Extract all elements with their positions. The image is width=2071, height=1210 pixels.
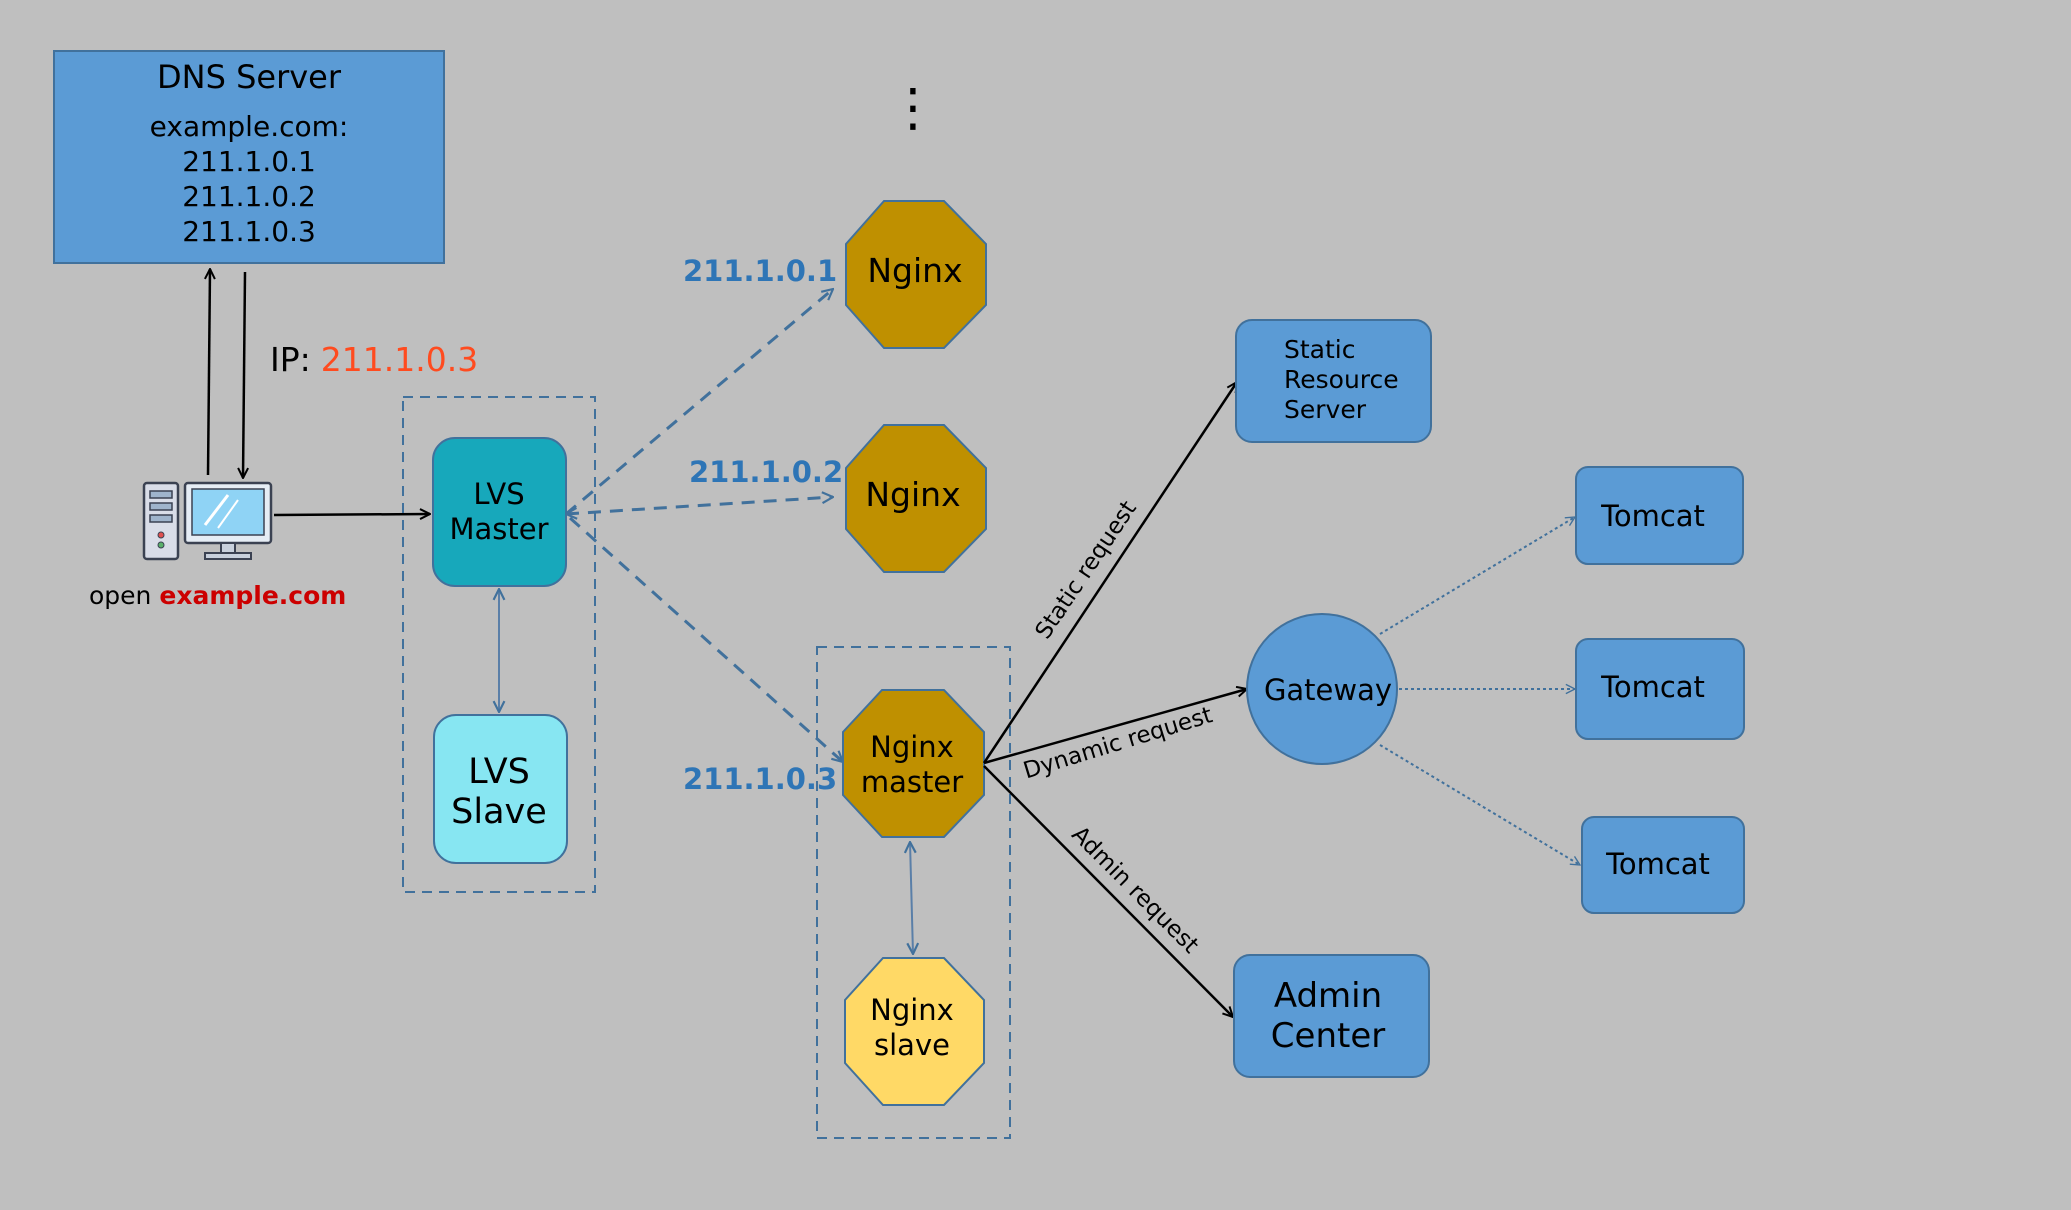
gateway: Gateway xyxy=(1246,613,1398,765)
lvs-master-label: LVS xyxy=(473,477,524,511)
lvs-to-nginx2-arrow xyxy=(566,497,833,514)
admin-center-label: Center xyxy=(1271,1016,1385,1056)
lvs-slave-label: LVS xyxy=(468,752,530,792)
dns-server-ip: 211.1.0.3 xyxy=(182,215,316,248)
nginx-master-label: Nginx xyxy=(870,730,954,764)
nginx-slave-label: Nginx xyxy=(870,993,954,1027)
dns-server-ip: 211.1.0.2 xyxy=(182,180,316,213)
dns-server-title: DNS Server xyxy=(157,58,342,96)
computer-icon xyxy=(142,481,273,561)
static-server-label: Static xyxy=(1284,335,1355,364)
admin-request-label: Admin request xyxy=(1066,821,1203,958)
admin-request-arrow xyxy=(983,765,1233,1017)
nginx-master-label: master xyxy=(861,765,963,799)
nginx-node-label: Nginx xyxy=(865,475,960,514)
dynamic-request-arrow xyxy=(983,689,1247,765)
tomcat-label: Tomcat xyxy=(1600,670,1705,704)
dns-response-arrow xyxy=(243,271,245,478)
nginx-heartbeat-arrow xyxy=(910,842,913,954)
lvs-to-nginx-master-arrow xyxy=(569,516,843,762)
static-resource-server: Static Resource Server xyxy=(1235,319,1432,443)
lvs-master: LVS Master xyxy=(432,437,567,587)
nginx-node-2: Nginx xyxy=(845,424,987,573)
dns-server-domain: example.com: xyxy=(150,110,349,143)
tomcat-label: Tomcat xyxy=(1605,847,1710,881)
nginx-ip-label: 211.1.0.1 xyxy=(683,254,837,288)
client-to-lvs-arrow xyxy=(273,514,430,515)
tomcat-node-1: Tomcat xyxy=(1575,466,1744,565)
tomcat-node-2: Tomcat xyxy=(1575,638,1745,740)
tomcat-label: Tomcat xyxy=(1600,499,1705,533)
static-request-label: Static request xyxy=(1031,496,1142,644)
admin-center: Admin Center xyxy=(1233,954,1430,1078)
nginx-ip-label: 211.1.0.2 xyxy=(689,455,843,489)
nginx-cluster-group xyxy=(816,646,1011,1139)
dns-response-ip-label: IP:211.1.0.3 xyxy=(270,340,478,379)
gateway-to-tomcat1-arrow xyxy=(1379,516,1575,635)
nginx-master: Nginx master xyxy=(842,689,985,838)
nginx-ip-label: 211.1.0.3 xyxy=(683,762,837,796)
lvs-to-nginx1-arrow xyxy=(565,289,833,516)
nginx-node-label: Nginx xyxy=(867,251,962,290)
lvs-slave-label: Slave xyxy=(451,792,547,832)
lvs-master-label: Master xyxy=(449,512,548,546)
gateway-to-tomcat3-arrow xyxy=(1379,744,1580,866)
dns-server: DNS Server example.com: 211.1.0.1 211.1.… xyxy=(53,50,445,264)
nginx-slave: Nginx slave xyxy=(844,957,985,1106)
nginx-slave-label: slave xyxy=(874,1028,950,1062)
static-server-label: Resource xyxy=(1284,365,1399,394)
dns-server-ip: 211.1.0.1 xyxy=(182,145,316,178)
static-request-arrow xyxy=(982,382,1237,764)
more-nginx-ellipsis: ⋮ xyxy=(887,78,939,138)
admin-center-label: Admin xyxy=(1274,976,1382,1016)
nginx-node-1: Nginx xyxy=(845,200,987,349)
dns-query-arrow xyxy=(208,269,210,476)
lvs-slave: LVS Slave xyxy=(433,714,568,864)
static-server-label: Server xyxy=(1284,395,1367,424)
tomcat-node-3: Tomcat xyxy=(1581,816,1745,914)
gateway-label: Gateway xyxy=(1264,673,1392,707)
lvs-cluster-group xyxy=(402,396,596,893)
